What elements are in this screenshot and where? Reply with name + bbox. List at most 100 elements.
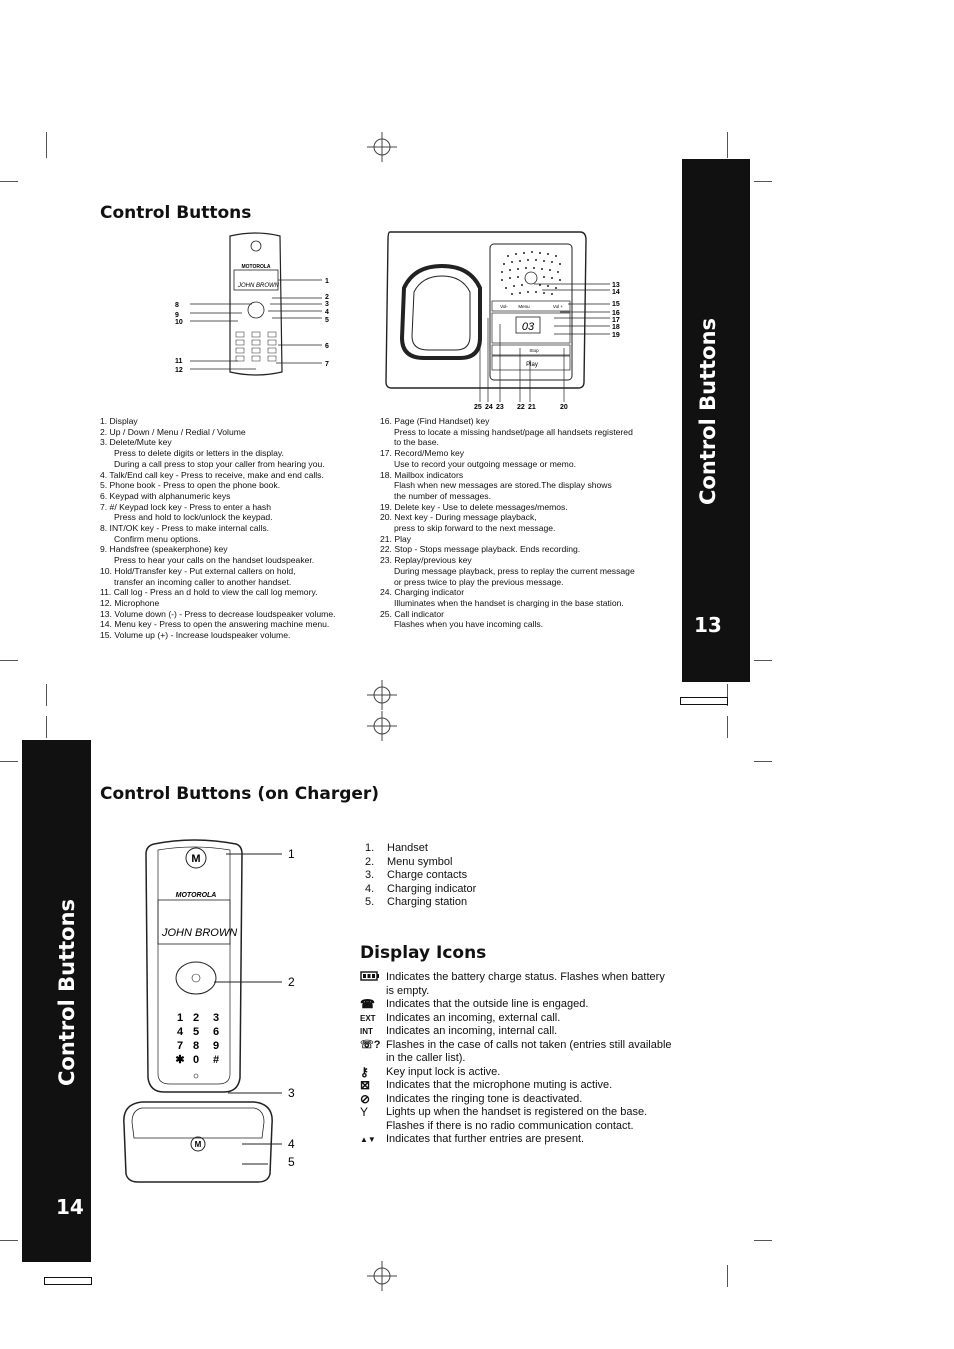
list-item: 1. Display [100, 416, 138, 426]
list-item: 14. Menu key - Press to open the answeri… [100, 619, 330, 630]
svg-text:4: 4 [177, 1026, 184, 1038]
list-item: ⊘ Indicates the ringing tone is deactiva… [360, 1091, 583, 1106]
charger-parts-list: 1.Handset 2.Menu symbol 3.Charge contact… [365, 842, 476, 910]
list-item: 13. Volume down (-) - Press to decrease … [100, 608, 336, 619]
svg-text:M: M [191, 853, 200, 865]
list-item-detail: press to skip forward to the next messag… [394, 523, 556, 534]
svg-text:3: 3 [325, 301, 329, 308]
brand-label: MOTOROLA [176, 892, 217, 899]
list-item: Indicates the battery charge status. Fla… [360, 971, 690, 998]
base-station-diagram: Vol- Menu Vol + 03 Stop Play 13 14 15 16… [385, 231, 620, 411]
list-item-detail: Press and hold to lock/unlock the keypad… [114, 512, 273, 523]
svg-text:3: 3 [288, 1086, 295, 1100]
mic-mute-icon: ⊠ [360, 1078, 371, 1092]
svg-text:13: 13 [612, 282, 620, 289]
list-item-detail: Press to locate a missing handset/page a… [394, 426, 633, 437]
svg-text:5: 5 [193, 1026, 199, 1038]
list-item: 6. Keypad with alphanumeric keys [100, 490, 231, 501]
list-item-detail: the number of messages. [394, 490, 491, 501]
svg-text:0: 0 [193, 1054, 199, 1066]
section-heading: Control Buttons (on Charger) [100, 784, 380, 804]
svg-text:2: 2 [325, 294, 329, 301]
display-icons-list: Indicates the battery charge status. Fla… [360, 971, 690, 1147]
brand-label: MOTOROLA [241, 264, 270, 270]
svg-text:03: 03 [522, 321, 535, 333]
list-item-detail: Press to delete digits or letters in the… [114, 448, 284, 459]
svg-text:20: 20 [560, 404, 568, 411]
battery-icon [360, 971, 386, 998]
handset-diagram: MOTOROLA JOHN BROWN 1 2 3 4 5 6 [175, 232, 329, 376]
list-item: Y Lights up when the handset is register… [360, 1105, 648, 1132]
svg-text:6: 6 [213, 1026, 219, 1038]
side-tab-title: Control Buttons [55, 898, 79, 1086]
svg-text:Stop: Stop [529, 348, 539, 353]
int-icon: INT [360, 1027, 373, 1036]
svg-text:12: 12 [175, 367, 183, 374]
list-item: 12. Microphone [100, 597, 160, 608]
list-item: 20. Next key - During message playback, [380, 512, 537, 523]
svg-text:23: 23 [496, 404, 504, 411]
svg-text:1: 1 [288, 847, 295, 861]
svg-text:1: 1 [177, 1012, 183, 1024]
list-item: 19. Delete key - Use to delete messages/… [380, 501, 568, 512]
svg-text:16: 16 [612, 310, 620, 317]
page-number: 13 [694, 613, 722, 637]
svg-text:3: 3 [213, 1012, 219, 1024]
svg-text:19: 19 [612, 332, 620, 339]
svg-text:✱: ✱ [175, 1054, 184, 1066]
list-item-detail: Use to record your outgoing message or m… [394, 458, 576, 469]
list-item: 17. Record/Memo key [380, 448, 465, 459]
list-item: 25. Call indicator [380, 608, 445, 619]
registration-mark [367, 711, 397, 741]
list-item-detail: During a call press to stop your caller … [114, 458, 325, 469]
list-item-detail: Confirm menu options. [114, 533, 201, 544]
registration-mark [367, 132, 397, 162]
svg-text:M: M [195, 1140, 202, 1149]
ringer-off-icon: ⊘ [360, 1091, 371, 1106]
color-bar-box [44, 1277, 92, 1285]
list-item: 11. Call log - Press an d hold to view t… [100, 587, 318, 598]
list-item: 1.Handset [365, 842, 428, 854]
svg-text:1: 1 [325, 278, 329, 285]
side-tab-top: Control Buttons 13 [682, 159, 750, 682]
side-tab-bottom: Control Buttons 14 [22, 740, 91, 1262]
list-item: EXT Indicates an incoming, external call… [360, 1011, 561, 1024]
svg-text:#: # [213, 1054, 219, 1066]
svg-text:9: 9 [175, 312, 179, 319]
svg-text:25: 25 [474, 404, 482, 411]
list-item-detail: Illuminates when the handset is charging… [394, 597, 624, 608]
svg-text:2: 2 [193, 1012, 199, 1024]
list-item: 2. Up / Down / Menu / Redial / Volume [100, 426, 246, 437]
list-item: 8. INT/OK key - Press to make internal c… [100, 523, 270, 534]
registration-mark [367, 1261, 397, 1291]
svg-text:21: 21 [528, 404, 536, 411]
svg-text:7: 7 [177, 1040, 183, 1052]
list-item: 23. Replay/previous key [380, 555, 472, 566]
list-item: 22. Stop - Stops message playback. Ends … [380, 544, 581, 555]
svg-text:4: 4 [325, 309, 329, 316]
color-bar-box [680, 697, 728, 705]
list-item-detail: to the base. [394, 437, 439, 448]
ext-icon: EXT [360, 1013, 376, 1023]
svg-text:Menu: Menu [518, 304, 530, 309]
svg-text:9: 9 [213, 1040, 219, 1052]
list-item-detail: transfer an incoming caller to another h… [114, 576, 292, 587]
list-item: 21. Play [380, 533, 412, 544]
registration-mark [367, 680, 397, 710]
side-tab-title: Control Buttons [696, 317, 720, 505]
svg-text:Vol-: Vol- [500, 304, 508, 309]
display-text: JOHN BROWN [161, 927, 237, 939]
list-item: 16. Page (Find Handset) key [380, 416, 490, 426]
svg-text:5: 5 [288, 1155, 295, 1169]
missed-calls-icon: ☏? [360, 1038, 381, 1051]
section-heading: Control Buttons [100, 203, 252, 223]
antenna-icon: Y [360, 1105, 369, 1119]
list-item: 15. Volume up (+) - Increase loudspeaker… [100, 630, 291, 641]
list-item: ⊠ Indicates that the microphone muting i… [360, 1078, 613, 1092]
list-item: 2.Menu symbol [365, 855, 453, 868]
line-engaged-icon: ☎ [360, 997, 375, 1011]
svg-text:JOHN BROWN: JOHN BROWN [237, 283, 280, 289]
svg-text:Vol +: Vol + [553, 304, 564, 309]
key-lock-icon: ⚷ [360, 1064, 369, 1079]
scroll-arrows-icon: ▲▼ [360, 1135, 376, 1144]
